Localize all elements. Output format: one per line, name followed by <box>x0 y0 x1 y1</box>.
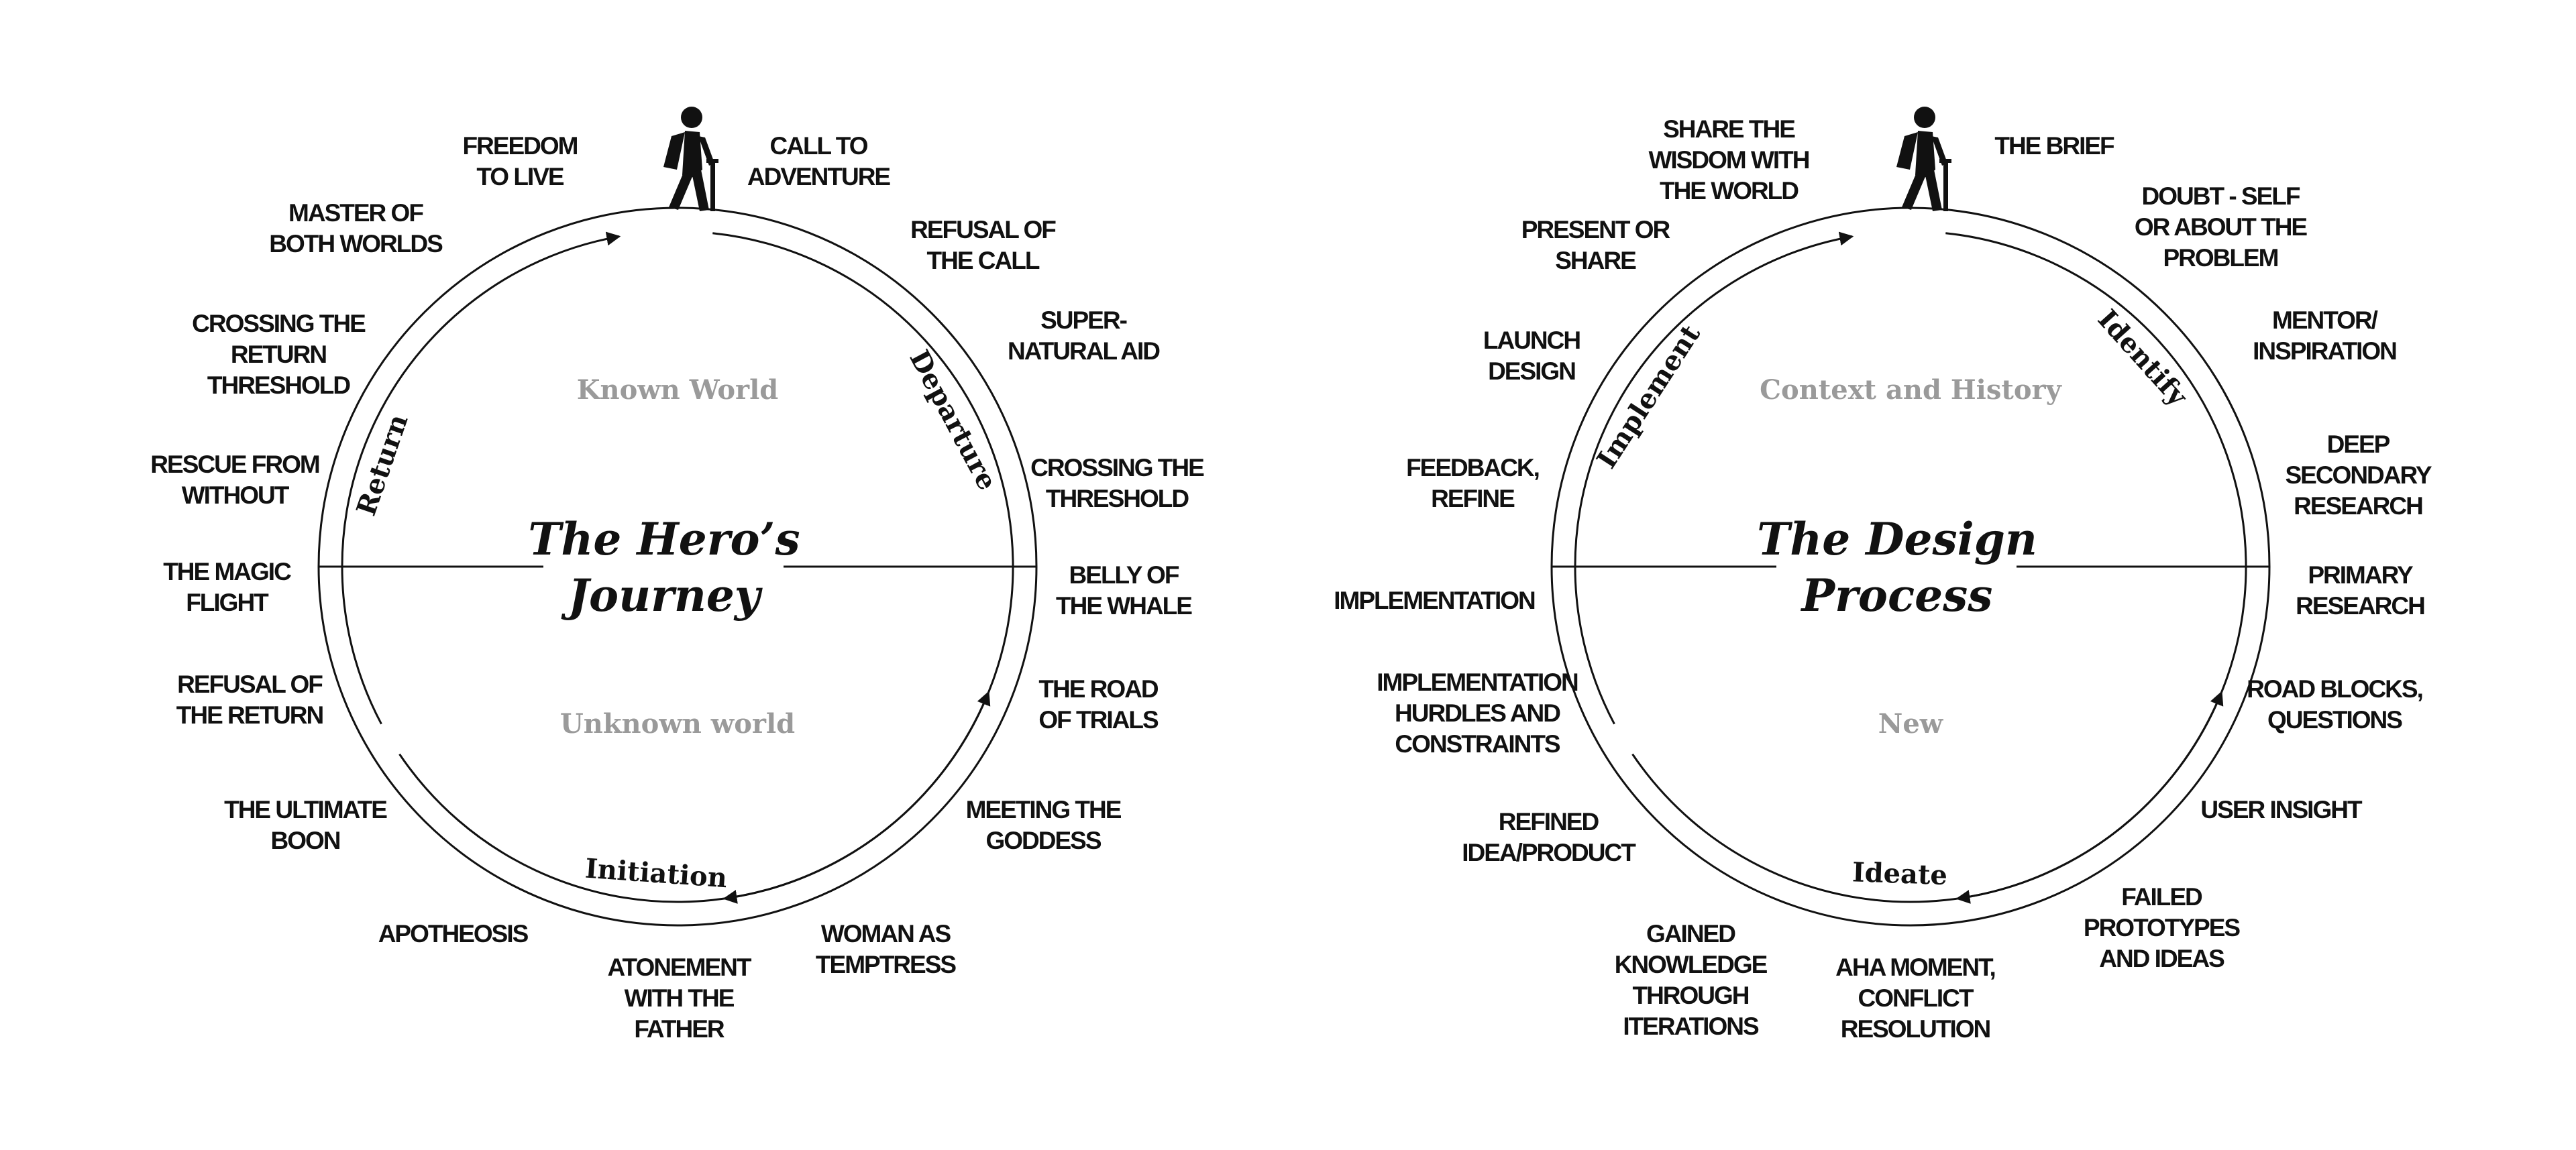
inner-arc-bottom <box>1631 691 2224 903</box>
inner-arc-left <box>341 231 621 725</box>
stage-label: APOTHEOSIS <box>378 920 529 947</box>
phase-label-2: Return <box>350 410 414 520</box>
hiker-icon <box>663 107 718 211</box>
region-bottom: Unknown world <box>560 708 795 740</box>
stage-label: USER INSIGHT <box>2200 796 2363 823</box>
inner-arc-left <box>1574 231 1854 725</box>
stage-label: THE BRIEF <box>1994 132 2114 160</box>
stage-label: ROAD BLOCKS,QUESTIONS <box>2247 675 2422 734</box>
region-top: Context and History <box>1760 374 2062 406</box>
stage-label: FEEDBACK,REFINE <box>1406 454 1539 512</box>
phase-label-0: Departure <box>903 345 1003 495</box>
stage-label: SUPER-NATURAL AID <box>1008 306 1160 365</box>
phase-label-2: Implement <box>1591 319 1707 474</box>
phase-label-1: Initiation <box>584 853 729 895</box>
hiker-icon <box>1896 107 1951 211</box>
region-bottom: New <box>1878 708 1944 740</box>
region-top: Known World <box>577 374 779 406</box>
stage-label: MENTOR/INSPIRATION <box>2253 306 2396 365</box>
phase-label-1: Ideate <box>1851 856 1948 891</box>
inner-arc-bottom <box>398 691 991 903</box>
stage-label: IMPLEMENTATION <box>1334 587 1535 614</box>
phase-label-0: Identify <box>2092 304 2194 413</box>
